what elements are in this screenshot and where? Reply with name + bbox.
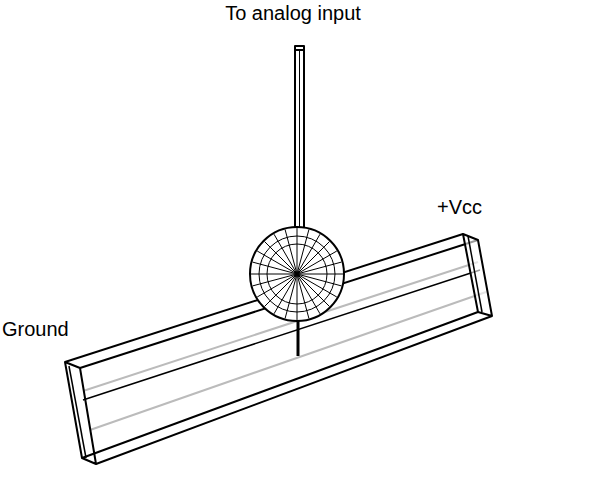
ground-end <box>69 366 86 458</box>
wheel-spoke <box>297 274 320 314</box>
wiper-shaft <box>294 48 296 232</box>
wheel-ring <box>259 236 335 312</box>
wheel-spoke <box>297 274 298 320</box>
vcc-end <box>463 234 492 316</box>
supply-label: +Vcc <box>437 196 482 218</box>
ground-end <box>65 362 96 464</box>
wiper-shaft <box>295 46 304 50</box>
wheel-ring <box>267 244 327 304</box>
wheel-spoke <box>251 274 297 275</box>
wheel-spoke <box>297 274 343 275</box>
wheel-spoke <box>297 228 298 274</box>
wheel-spokes <box>251 228 343 320</box>
wheel-spoke <box>297 251 337 274</box>
wheel-spoke <box>257 274 297 297</box>
bar-edge <box>96 316 492 464</box>
ground-label: Ground <box>2 318 69 340</box>
vcc-end <box>468 236 482 312</box>
wiper-wheel <box>250 227 344 321</box>
wiper-shaft <box>303 48 305 232</box>
bar-edge <box>83 270 480 400</box>
wiper-shaft <box>299 50 300 232</box>
wheel-spoke <box>274 234 297 274</box>
bar-edge <box>82 312 478 458</box>
signal-label: To analog input <box>225 2 361 24</box>
